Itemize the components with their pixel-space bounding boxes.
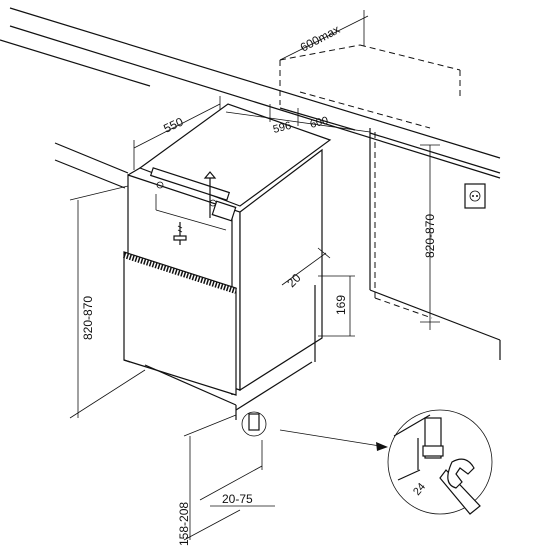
label-20-75: 20-75 <box>222 492 253 506</box>
dim-600max <box>279 10 369 61</box>
dim-20-75 <box>199 440 275 507</box>
label-600: 600 <box>309 115 330 131</box>
screw-icon <box>173 171 217 245</box>
plinth <box>144 285 316 420</box>
dim-169 <box>318 275 355 337</box>
detail-view <box>387 409 493 515</box>
callout-arrow <box>279 429 388 451</box>
dim-height-right <box>420 144 440 330</box>
foot <box>241 411 267 437</box>
front-panel <box>123 251 237 396</box>
label-24: 24 <box>411 481 428 498</box>
power-socket-icon <box>464 183 486 209</box>
label-158-208: 158-208 <box>177 502 191 546</box>
label-height-right: 820-870 <box>423 214 437 258</box>
right-cabinet <box>369 128 501 360</box>
wrench-icon <box>439 458 481 515</box>
dim-20 <box>281 247 331 286</box>
label-height-left: 820-870 <box>81 296 95 340</box>
left-wall <box>54 142 129 189</box>
dim-596-600 <box>225 104 371 133</box>
label-169: 169 <box>334 295 348 315</box>
dim-height-left <box>69 185 146 419</box>
label-550: 550 <box>161 114 185 135</box>
dim-158-208 <box>183 414 241 541</box>
dim-550 <box>133 96 221 170</box>
label-600max: 600max <box>298 22 342 54</box>
label-596: 596 <box>272 120 293 136</box>
worktop <box>0 7 501 179</box>
